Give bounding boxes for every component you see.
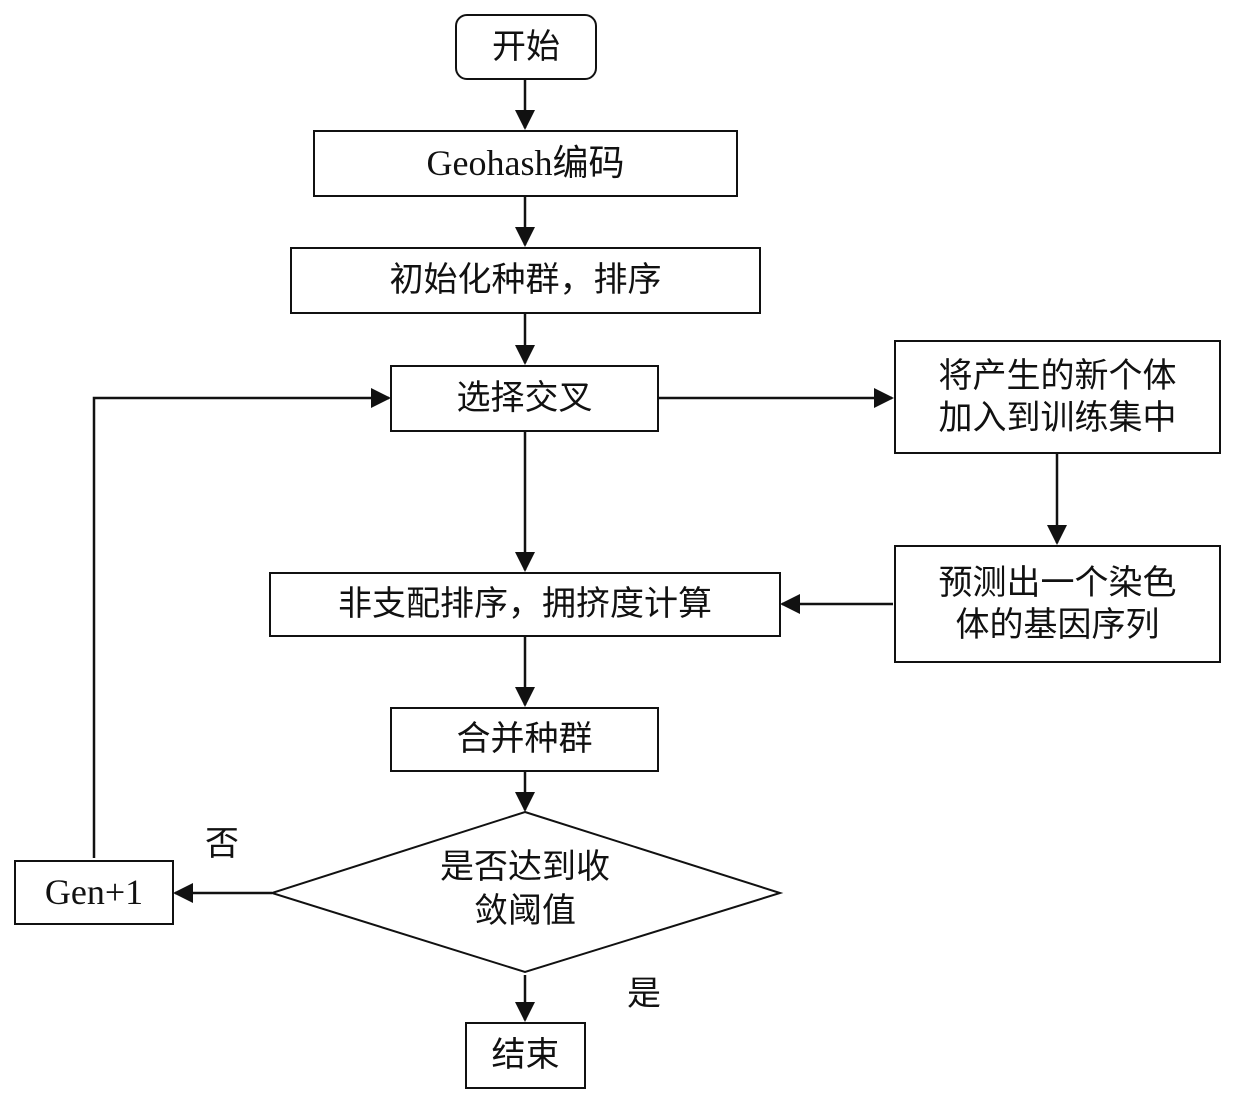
- decision-text: 是否达到收 敛阈值: [440, 847, 610, 932]
- select-crossover-node: 选择交叉: [390, 365, 659, 432]
- predict-gene-sequence-node: 预测出一个染色 体的基因序列: [894, 545, 1221, 663]
- add-to-training-set-node: 将产生的新个体 加入到训练集中: [894, 340, 1221, 454]
- gen-increment-node: Gen+1: [14, 860, 174, 925]
- merge-population-node: 合并种群: [390, 707, 659, 772]
- decision-diamond: [268, 810, 784, 974]
- arrow-gen-loop-to-select: [92, 388, 391, 858]
- edge-label-no: 否: [205, 824, 239, 864]
- edge-label-yes: 是: [627, 974, 661, 1014]
- end-node: 结束: [465, 1022, 586, 1089]
- start-node: 开始: [455, 14, 597, 80]
- init-population-node: 初始化种群，排序: [290, 247, 761, 314]
- nondominated-sort-node: 非支配排序，拥挤度计算: [269, 572, 781, 637]
- geohash-node: Geohash编码: [313, 130, 738, 197]
